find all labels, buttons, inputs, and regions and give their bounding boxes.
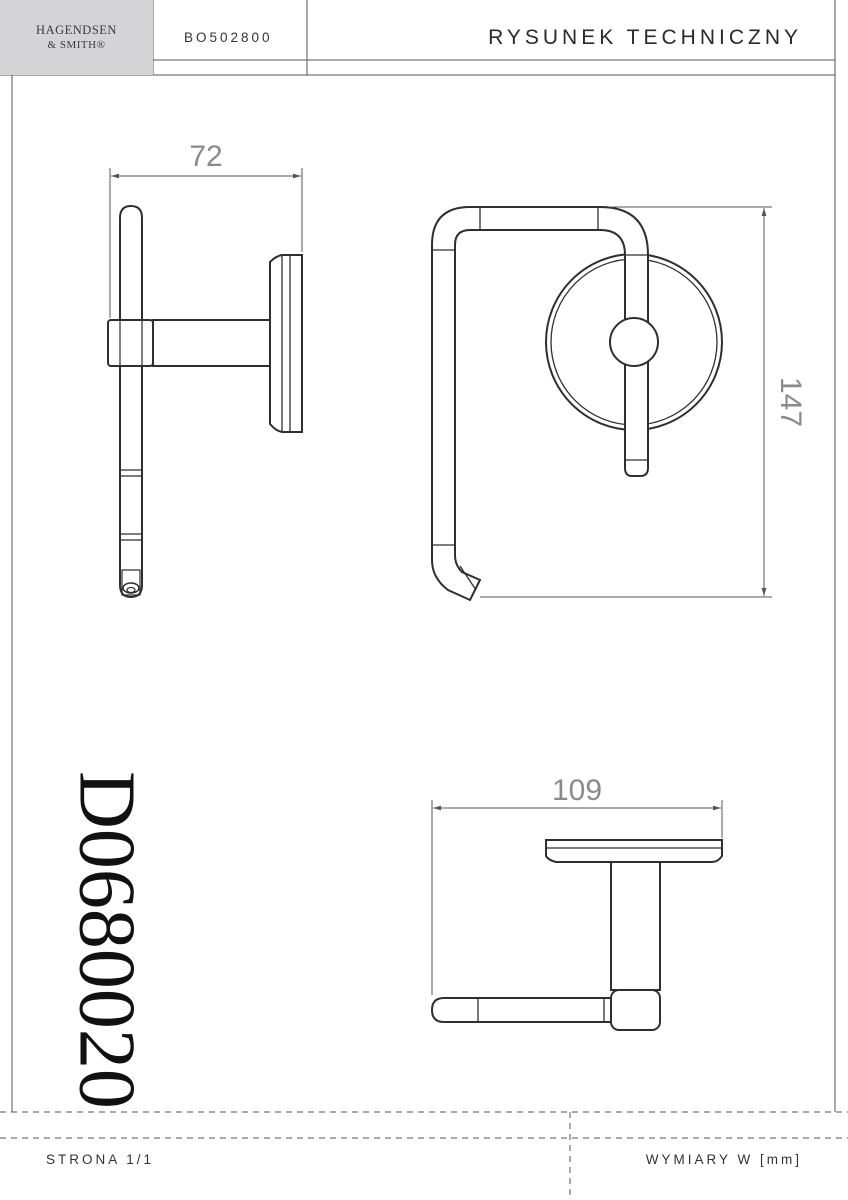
- brand-logo: HAGENDSEN & SMITH®: [0, 0, 153, 75]
- dimension-109: 109: [552, 774, 602, 807]
- document-title: RYSUNEK TECHNICZNY: [488, 26, 802, 49]
- brand-line-1: HAGENDSEN: [36, 22, 117, 37]
- product-code: D0680020: [62, 771, 151, 1109]
- page-number: STRONA 1/1: [46, 1152, 155, 1167]
- top-view: [430, 839, 723, 1031]
- front-view: [431, 206, 723, 602]
- side-view: [107, 204, 303, 599]
- dimension-72: 72: [189, 140, 222, 173]
- document-code: BO502800: [184, 30, 273, 45]
- dimension-147: 147: [774, 377, 807, 427]
- brand-line-2: & SMITH®: [47, 38, 106, 51]
- units-note: WYMIARY W [mm]: [645, 1152, 802, 1167]
